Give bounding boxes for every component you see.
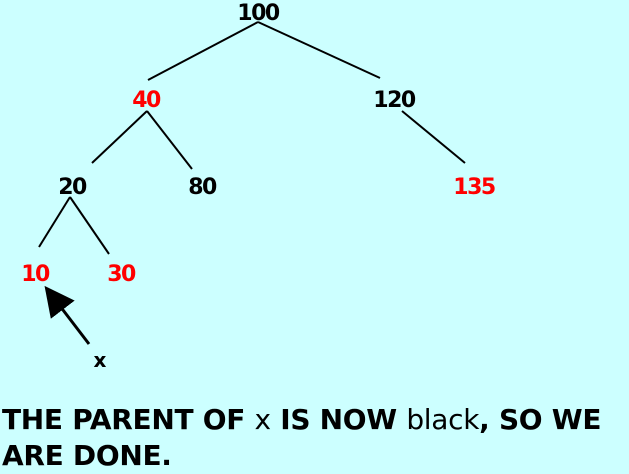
caption: THE PARENT OF x IS NOW black, SO WE ARE … [2, 402, 629, 474]
pointer: x [44, 285, 107, 372]
caption-part1: THE PARENT OF [2, 403, 255, 436]
node-120: 120 [373, 88, 416, 113]
pointer-arrow [44, 285, 91, 345]
rb-tree-diagram: 100 40 120 20 80 135 10 30 x [21, 1, 496, 372]
caption-part5: , SO WE ARE DONE. [2, 403, 602, 472]
node-100: 100 [237, 1, 280, 26]
node-135: 135 [453, 175, 495, 200]
node-10: 10 [21, 262, 50, 287]
node-40: 40 [132, 88, 161, 113]
edge-n100-n120 [257, 21, 381, 79]
edge-n20-n30 [69, 196, 110, 255]
caption-part4: black [406, 403, 480, 436]
tree-nodes: 100 40 120 20 80 135 10 30 [21, 1, 496, 287]
caption-part3: IS NOW [270, 403, 407, 436]
edge-n40-n20 [91, 110, 148, 164]
edge-n20-n10 [38, 196, 71, 248]
edge-n100-n40 [147, 21, 259, 81]
node-80: 80 [188, 175, 217, 200]
pointer-label-x: x [94, 348, 107, 372]
node-30: 30 [107, 262, 136, 287]
caption-part2: x [254, 403, 271, 436]
edge-n40-n80 [146, 110, 193, 170]
tree-edges [38, 21, 466, 255]
edge-n120-n135 [401, 110, 466, 164]
node-20: 20 [58, 175, 87, 200]
